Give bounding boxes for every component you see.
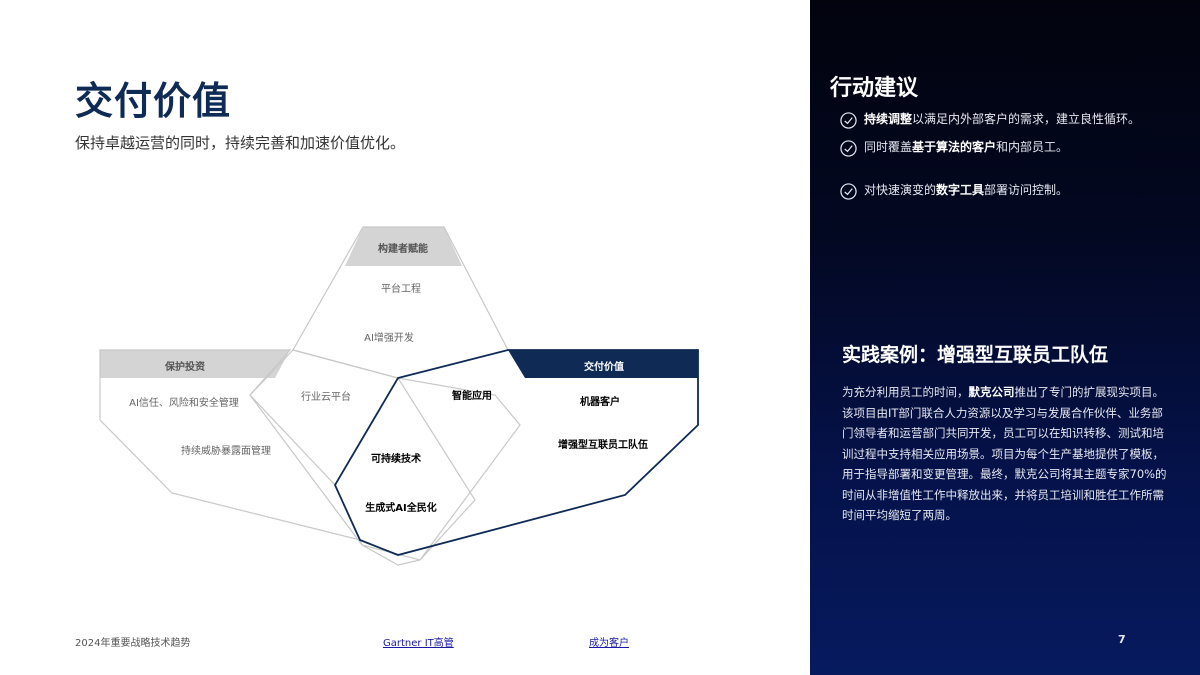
protect-item-ctem: 持续威胁暴露面管理 bbox=[181, 446, 271, 457]
footer-report-title: 2024年重要战略技术趋势 bbox=[75, 638, 191, 649]
action-item-text: 和内部员工。 bbox=[996, 140, 1069, 154]
case-study-body: 为充分利用员工的时间，默克公司推出了专门的扩展现实项目。该项目由IT部门联合人力… bbox=[842, 382, 1172, 526]
footer-link-gartner-executives[interactable]: Gartner IT高管 bbox=[383, 638, 454, 649]
action-item-bold: 数字工具 bbox=[936, 183, 985, 197]
builder-header-shape bbox=[345, 227, 462, 266]
value-item-machine-customers: 机器客户 bbox=[580, 397, 620, 408]
footer-link-become-client[interactable]: 成为客户 bbox=[589, 638, 629, 649]
core-item-genai-democratization: 生成式AI全民化 bbox=[365, 503, 437, 514]
action-item: 对快速演变的数字工具部署访问控制。 bbox=[840, 181, 1170, 200]
case-study-company: 默克公司 bbox=[968, 385, 1015, 399]
action-item-pre: 对快速演变的 bbox=[864, 183, 937, 197]
actions-list: 持续调整以满足内外部客户的需求，建立良性循环。 同时覆盖基于算法的客户和内部员工… bbox=[840, 110, 1170, 200]
action-item-bold: 基于算法的客户 bbox=[912, 140, 997, 154]
value-shape bbox=[333, 349, 699, 556]
action-item: 持续调整以满足内外部客户的需求，建立良性循环。 bbox=[840, 110, 1170, 129]
page-title: 交付价值 bbox=[75, 79, 232, 123]
industry-item-cloud-platform: 行业云平台 bbox=[301, 392, 351, 403]
industry-shape bbox=[249, 349, 476, 561]
sidebar-panel: 行动建议 持续调整以满足内外部客户的需求，建立良性循环。 同时覆盖基于算法的客户… bbox=[810, 0, 1200, 675]
check-circle-icon bbox=[840, 183, 857, 200]
action-item-pre: 同时覆盖 bbox=[864, 140, 913, 154]
value-header-label: 交付价值 bbox=[584, 362, 624, 373]
action-item: 同时覆盖基于算法的客户和内部员工。 bbox=[840, 138, 1170, 157]
action-item-text: 以满足内外部客户的需求，建立良性循环。 bbox=[912, 112, 1141, 126]
case-study-text: 推出了专门的扩展现实项目。该项目由IT部门联合人力资源以及学习与发展合作伙伴、业… bbox=[842, 385, 1167, 522]
page-number: 7 bbox=[1118, 633, 1126, 646]
core-item-sustainable-tech: 可持续技术 bbox=[371, 454, 421, 465]
core-item-intelligent-apps: 智能应用 bbox=[452, 391, 492, 402]
builder-header-label: 构建者赋能 bbox=[378, 244, 428, 255]
case-study-title: 实践案例：增强型互联员工队伍 bbox=[842, 344, 1109, 366]
check-circle-icon bbox=[840, 140, 857, 157]
value-item-augmented-workforce: 增强型互联员工队伍 bbox=[558, 440, 648, 451]
trend-diagram: 构建者赋能 平台工程 AI增强开发 保护投资 AI信任、风险和安全管理 持续威胁… bbox=[99, 226, 699, 566]
value-header-shape bbox=[508, 350, 698, 378]
builder-item-ai-augmented-dev: AI增强开发 bbox=[364, 333, 414, 344]
protect-header-label: 保护投资 bbox=[165, 362, 205, 373]
page-subtitle: 保持卓越运营的同时，持续完善和加速价值优化。 bbox=[75, 134, 406, 152]
actions-title: 行动建议 bbox=[830, 76, 919, 101]
case-study-pre: 为充分利用员工的时间， bbox=[842, 385, 969, 399]
diagram-shapes bbox=[99, 226, 699, 566]
protect-item-ai-trism: AI信任、风险和安全管理 bbox=[129, 398, 239, 409]
builder-item-platform-engineering: 平台工程 bbox=[381, 284, 421, 295]
core-shape bbox=[334, 377, 521, 566]
main-content: 交付价值 保持卓越运营的同时，持续完善和加速价值优化。 构建者赋能 平台工程 A… bbox=[75, 79, 699, 649]
protect-header-shape bbox=[100, 350, 290, 378]
action-item-bold: 持续调整 bbox=[864, 112, 913, 126]
check-circle-icon bbox=[840, 112, 857, 129]
action-item-text: 部署访问控制。 bbox=[984, 183, 1069, 197]
